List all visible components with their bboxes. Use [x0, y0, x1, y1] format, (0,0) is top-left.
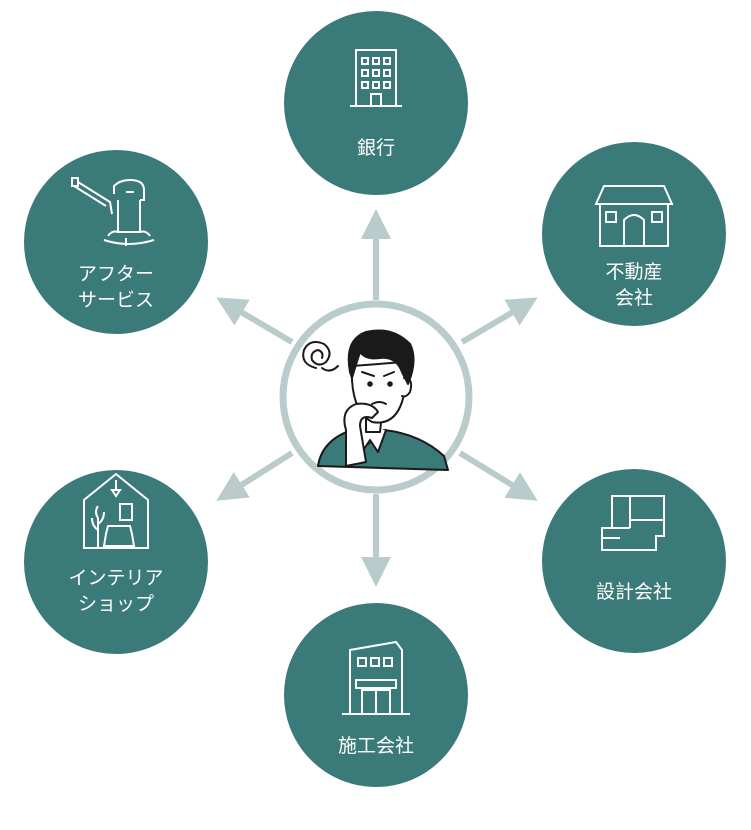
node-construction: 施工会社	[284, 603, 468, 787]
node-bank-label: 銀行	[357, 137, 395, 159]
node-interior-shop: インテリア ショップ	[24, 470, 208, 654]
node-real-estate: 不動産 会社	[542, 142, 726, 326]
node-design-firm-label: 設計会社	[596, 581, 672, 603]
interior-house-icon	[83, 472, 149, 549]
shop-building-icon	[342, 640, 410, 715]
house-icon	[594, 185, 674, 247]
arrows	[216, 209, 538, 587]
node-construction-label: 施工会社	[338, 735, 414, 757]
node-interior-shop-label-1: インテリア	[68, 567, 163, 589]
arrow-to-after-service	[216, 297, 294, 345]
node-after-service-label-2: サービス	[78, 289, 154, 311]
node-after-service-label-1: アフター	[78, 263, 154, 285]
node-real-estate-label-2: 会社	[615, 287, 653, 309]
worried-man-illustration	[302, 329, 449, 471]
center-node	[279, 300, 473, 494]
node-interior-shop-label-2: ショップ	[78, 593, 154, 615]
faucet-icon	[71, 177, 155, 246]
node-bank: 銀行	[284, 11, 468, 195]
floor-plan-icon	[601, 495, 665, 551]
node-real-estate-label-1: 不動産	[605, 261, 662, 283]
node-after-service: アフター サービス	[24, 150, 208, 334]
arrow-to-real-estate	[460, 297, 538, 345]
node-design-firm: 設計会社	[542, 469, 726, 653]
arrow-to-interior-shop	[216, 450, 294, 501]
building-icon	[350, 49, 402, 107]
arrow-to-design-firm	[458, 450, 538, 501]
